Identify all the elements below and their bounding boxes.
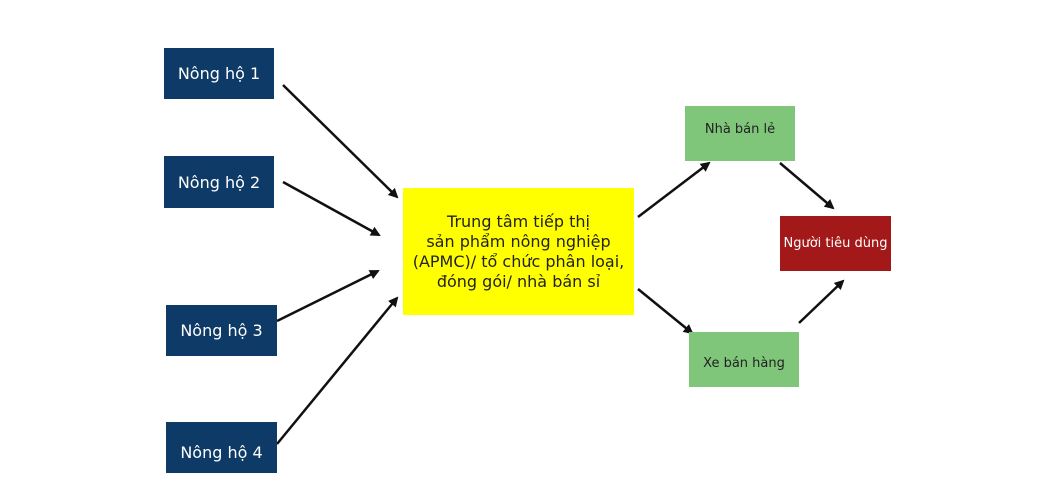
farmer-node-1: Nông hộ 1 — [164, 48, 274, 99]
arrow-farmer1-to-center — [282, 84, 399, 199]
arrow-cart-to-consumer — [798, 279, 845, 324]
arrow-farmer2-to-center — [282, 180, 381, 237]
retailer-node: Nhà bán lẻ — [685, 106, 795, 161]
center-line-4: đóng gói/ nhà bán sỉ — [436, 271, 601, 291]
farmer-label: Nông hộ 2 — [177, 172, 261, 192]
center-line-3: (APMC)/ tổ chức phân loại, — [412, 251, 625, 271]
farmer-node-4: Nông hộ 4 — [166, 422, 277, 473]
arrow-farmer4-to-center — [276, 296, 399, 445]
arrow-center-to-retailer — [637, 161, 711, 218]
vendor-cart-node: Xe bán hàng — [689, 332, 799, 387]
arrow-retailer-to-consumer — [779, 162, 835, 210]
consumer-node: Người tiêu dùng — [780, 216, 891, 271]
farmer-label: Nông hộ 3 — [180, 321, 263, 340]
marketing-center-node: Trung tâm tiếp thị sản phẩm nông nghiệp … — [403, 188, 634, 315]
farmer-node-2: Nông hộ 2 — [164, 156, 274, 208]
arrow-farmer3-to-center — [276, 269, 380, 323]
vendor-cart-label: Xe bán hàng — [703, 356, 785, 371]
retailer-label: Nhà bán lẻ — [704, 122, 776, 137]
farmer-node-3: Nông hộ 3 — [166, 305, 277, 356]
center-line-1: Trung tâm tiếp thị — [447, 211, 590, 231]
arrow-center-to-cart — [637, 288, 694, 335]
farmer-label: Nông hộ 4 — [180, 443, 263, 462]
farmer-label: Nông hộ 1 — [177, 64, 261, 83]
consumer-label: Người tiêu dùng — [783, 236, 888, 251]
center-line-2: sản phẩm nông nghiệp — [426, 231, 611, 251]
